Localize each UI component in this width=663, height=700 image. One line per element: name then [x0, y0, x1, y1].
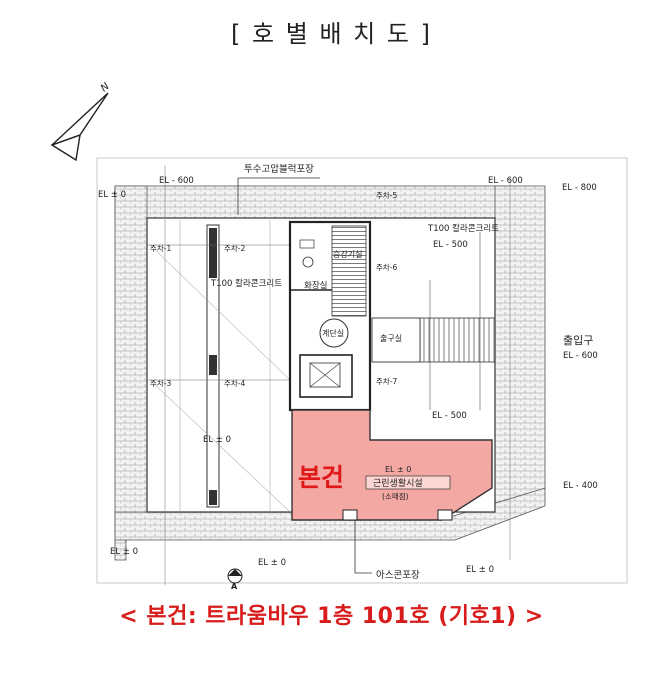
label-asphalt: 아스콘포장 — [376, 570, 420, 581]
entrance-steps — [419, 317, 496, 363]
label-parking-7: 주차-7 — [376, 377, 398, 386]
label-parking-1: 주차-1 — [150, 244, 172, 253]
label-el-0-center: EL ± 0 — [203, 435, 231, 445]
label-el-800: EL - 800 — [562, 183, 597, 193]
label-parking-4: 주차-4 — [224, 379, 246, 388]
label-t100-top: T100 칼라콘크리트 — [427, 224, 499, 234]
label-el-500-top: EL - 500 — [433, 240, 468, 250]
label-el-0-bottom: EL ± 0 — [258, 558, 286, 568]
compass-north-label: N — [99, 81, 112, 95]
label-el-500-mid: EL - 500 — [432, 411, 467, 421]
page-title: [ 호 별 배 치 도 ] — [231, 20, 432, 48]
caption-subject-unit: < 본건: 트라움바우 1층 101호 (기호1) > — [119, 604, 544, 629]
label-pavement: 투수고압블럭포장 — [244, 163, 314, 175]
pavement-right — [494, 185, 546, 513]
label-parking-3: 주차-3 — [150, 379, 172, 388]
subject-unit-label: 본건 — [298, 463, 344, 492]
label-t100-left: T100 칼라콘크리트 — [210, 279, 282, 289]
label-el-0-bottomright: EL ± 0 — [466, 565, 494, 575]
label-el-0-topleft: EL ± 0 — [98, 190, 126, 200]
pavement-left — [114, 185, 148, 561]
subject-unit-highlight — [291, 409, 493, 521]
pavement-top — [114, 185, 512, 219]
stair-circle — [319, 318, 349, 348]
label-stair: 계단실 — [322, 328, 344, 338]
label-parking-5: 주차-5 — [376, 191, 398, 200]
label-el-600-entrance: EL - 600 — [563, 351, 598, 361]
stair-treads — [331, 225, 367, 317]
label-el-0-bottomleft: EL ± 0 — [110, 547, 138, 557]
label-entrance: 출입구 — [563, 334, 593, 347]
label-el-400: EL - 400 — [563, 481, 598, 491]
label-el-600-left: EL - 600 — [159, 176, 194, 186]
label-exit: 출구실 — [380, 333, 402, 343]
subject-el-label: EL ± 0 — [385, 465, 411, 474]
facility-label: 근린생활시설 — [373, 477, 423, 489]
label-el-600-right: EL - 600 — [488, 176, 523, 186]
label-marker-a: A — [231, 582, 238, 591]
north-compass-icon: N — [50, 81, 112, 162]
label-elevator-hall: 승강기실 — [333, 249, 362, 259]
label-restroom: 화장실 — [304, 280, 327, 291]
label-parking-2: 주차-2 — [224, 244, 246, 253]
label-parking-6: 주차-6 — [376, 263, 398, 272]
facility-sub-label: (소매점) — [382, 491, 409, 501]
